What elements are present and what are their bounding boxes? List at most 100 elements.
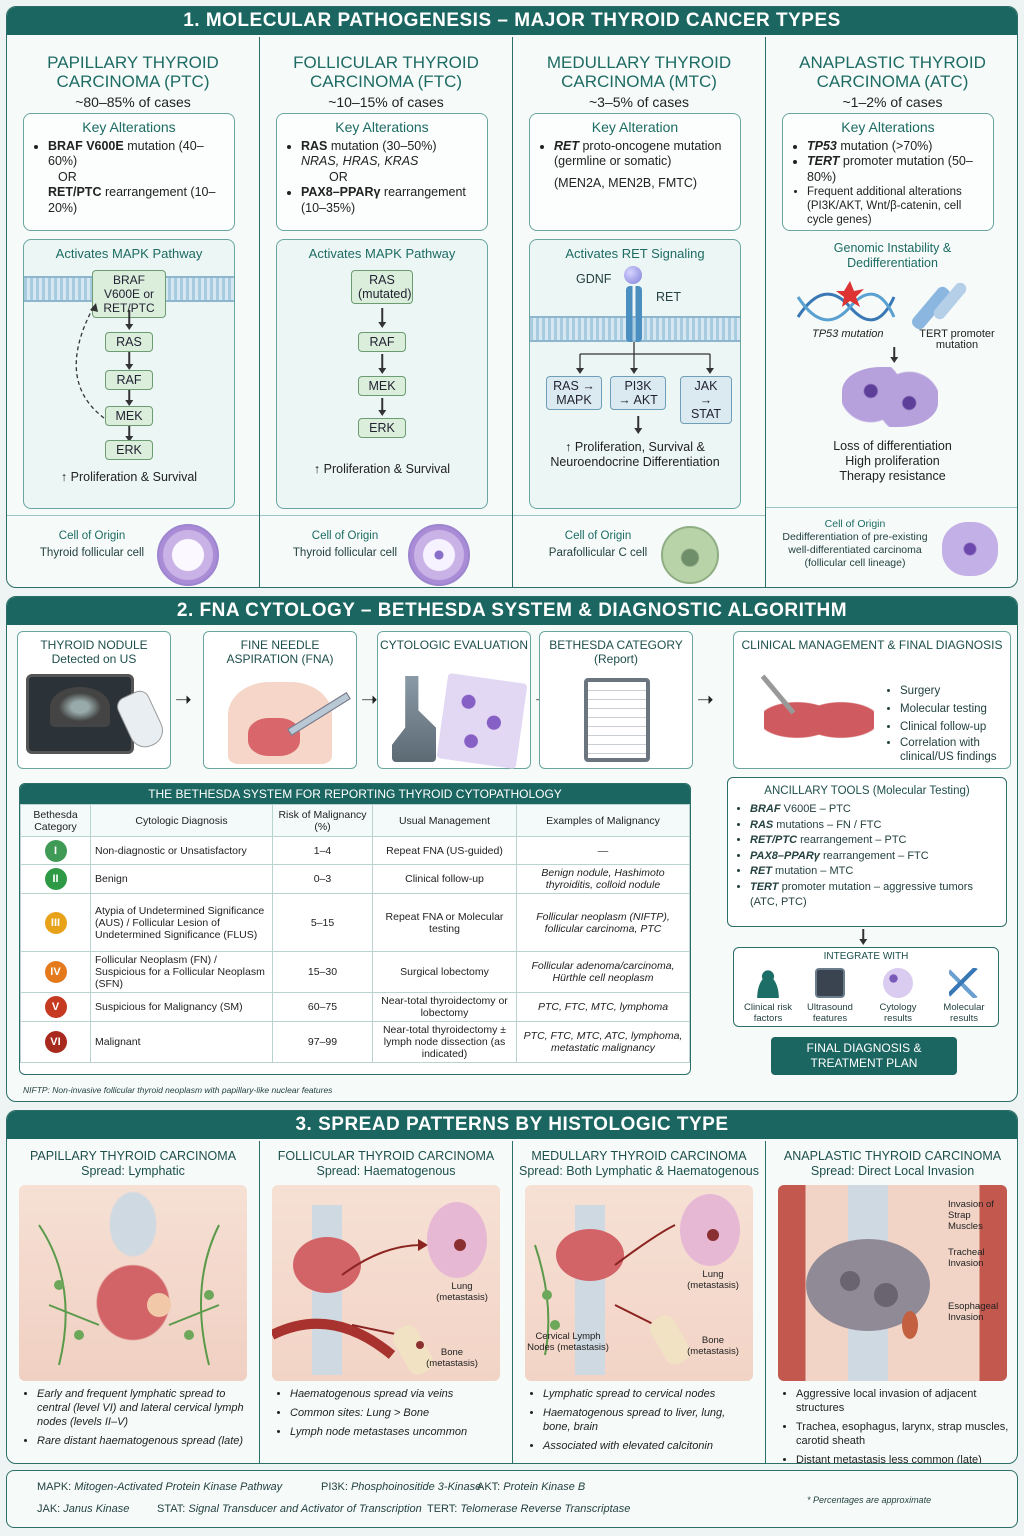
pathway-node: RAF [105,370,153,390]
lung-label: Lung (metastasis) [687,1269,739,1291]
bethesda-row: I Non-diagnostic or Unsatisfactory 1–4 R… [20,836,690,865]
dna-icon [796,281,967,330]
pathway-node: ERK [105,440,153,460]
risk-of-malignancy: 5–15 [272,893,373,952]
bethesda-row: IV Follicular Neoplasm (FN) / Suspicious… [20,951,690,993]
pathway-node: RAF [358,332,406,352]
risk-of-malignancy: 1–4 [272,836,373,865]
cytology-icon [883,968,913,998]
category-badge: I [44,839,67,862]
ftc-pathway: Activates MAPK Pathway RAS (mutated) RAF… [276,239,488,509]
ptc-spread-illustration [19,1185,247,1381]
risk-of-malignancy: 60–75 [272,992,373,1022]
ultrasound-icon [815,968,845,998]
molecular-item: Molecular results [934,968,994,1024]
strap-muscle-label: Invasion of Strap Muscles [948,1199,994,1232]
risk-of-malignancy: 97–99 [272,1021,373,1063]
usual-management: Near-total thyroidectomy or lobectomy [372,992,517,1022]
ftc-spread-illustration: Lung (metastasis) Bone (metastasis) [272,1185,500,1381]
gdnf-ligand-icon [624,266,642,284]
ftc-key-alterations: Key Alterations RAS mutation (30–50%)NRA… [276,113,488,231]
pathway-node: RAS (mutated) [351,270,413,304]
col-header: Risk of Malignancy (%) [272,804,373,837]
risk-of-malignancy: 15–30 [272,951,373,993]
ultrasound-monitor-icon [26,674,134,754]
cytologic-diagnosis: Benign [90,864,273,894]
usual-management: Repeat FNA (US-guided) [372,836,517,865]
ftc-percentage: ~10–15% of cases [328,94,444,110]
abbr-stat: STAT: Signal Transducer and Activator of… [157,1503,422,1515]
bethesda-row: III Atypia of Undetermined Significance … [20,893,690,952]
microscope-icon [392,676,436,762]
category-badge: II [44,868,67,890]
lung-label: Lung (metastasis) [436,1281,488,1303]
integrate-with-box: INTEGRATE WITH Clinical risk factors Ult… [733,947,999,1027]
atc-genomic-heading: Genomic Instability & Dedifferentiation [833,241,952,270]
dna-icon [949,968,979,998]
section-spread-patterns: 3. SPREAD PATTERNS BY HISTOLOGIC TYPE PA… [6,1110,1018,1464]
mtc-spread-illustration: Lung (metastasis) Bone (metastasis) Cerv… [525,1185,753,1381]
cytology-item: Cytology results [868,968,928,1024]
esophageal-invasion-label: Esophageal Invasion [948,1301,999,1323]
malignancy-examples: Follicular neoplasm (NIFTP), follicular … [516,893,690,952]
thyroid-icon [248,718,300,756]
bone-label: Bone (metastasis) [687,1335,739,1357]
section-molecular-pathogenesis: 1. MOLECULAR PATHOGENESIS – MAJOR THYROI… [6,6,1018,588]
mtc-pathway: Activates RET Signaling GDNF RET RAS → M… [529,239,741,509]
mtc-key-alterations: Key Alteration RET proto-oncogene mutati… [529,113,741,231]
person-icon [753,968,783,998]
follicular-cell-icon [157,524,219,586]
ultrasound-item: Ultrasound features [800,968,860,1024]
follicular-cell-icon [408,524,470,586]
tp53-label: TP53 mutation [812,328,884,340]
section-1-title: 1. MOLECULAR PATHOGENESIS – MAJOR THYROI… [7,7,1017,35]
bethesda-row: VI Malignant 97–99 Near-total thyroidect… [20,1021,690,1063]
ret-label: RET [656,290,681,304]
ancillary-item: PAX8–PPARγ rearrangement – FTC [750,849,996,865]
cytologic-diagnosis: Malignant [90,1021,273,1063]
col-header: Examples of Malignancy [516,804,690,837]
abbr-mapk: MAPK: Mitogen-Activated Protein Kinase P… [37,1481,283,1493]
section-3-title: 3. SPREAD PATTERNS BY HISTOLOGIC TYPE [7,1111,1017,1139]
step-fna: FINE NEEDLE ASPIRATION (FNA) [203,631,357,769]
ftc-spread-list: Haematogenous spread via veinsCommon sit… [278,1387,502,1444]
abbr-akt: AKT: Protein Kinase B [477,1481,586,1493]
category-badge: III [44,911,67,934]
abbr-jak: JAK: Janus Kinase [37,1503,130,1515]
ptc-spread-list: Early and frequent lymphatic spread to c… [25,1387,249,1453]
col-header: Usual Management [372,804,517,837]
malignancy-examples: Follicular adenoma/carcinoma, Hürthle ce… [516,951,690,993]
cytologic-diagnosis: Follicular Neoplasm (FN) / Suspicious fo… [90,951,273,993]
ptc-percentage: ~80–85% of cases [75,94,191,110]
mtc-percentage: ~3–5% of cases [588,94,689,110]
branch-node: JAK → STAT [680,376,732,424]
cytologic-diagnosis: Non-diagnostic or Unsatisfactory [90,836,273,865]
cytologic-diagnosis: Atypia of Undetermined Significance (AUS… [90,893,273,952]
section-fna-cytology: 2. FNA CYTOLOGY – BETHESDA SYSTEM & DIAG… [6,596,1018,1102]
atc-key-alterations: Key Alterations TP53 mutation (>70%) TER… [782,113,994,231]
bone-label: Bone (metastasis) [426,1347,478,1369]
ancillary-item: RET mutation – MTC [750,864,996,880]
section-2-title: 2. FNA CYTOLOGY – BETHESDA SYSTEM & DIAG… [7,597,1017,625]
pathway-outcome: ↑ Proliferation, Survival & Neuroendocri… [550,440,720,469]
final-diagnosis-button: FINAL DIAGNOSIS & TREATMENT PLAN [771,1037,957,1075]
pathway-outcome: ↑ Proliferation & Survival [60,470,198,484]
cytologic-diagnosis: Suspicious for Malignancy (SM) [90,992,273,1022]
ptc-key-alterations: Key Alterations BRAF V600E mutation (40–… [23,113,235,231]
category-badge: V [44,996,67,1018]
